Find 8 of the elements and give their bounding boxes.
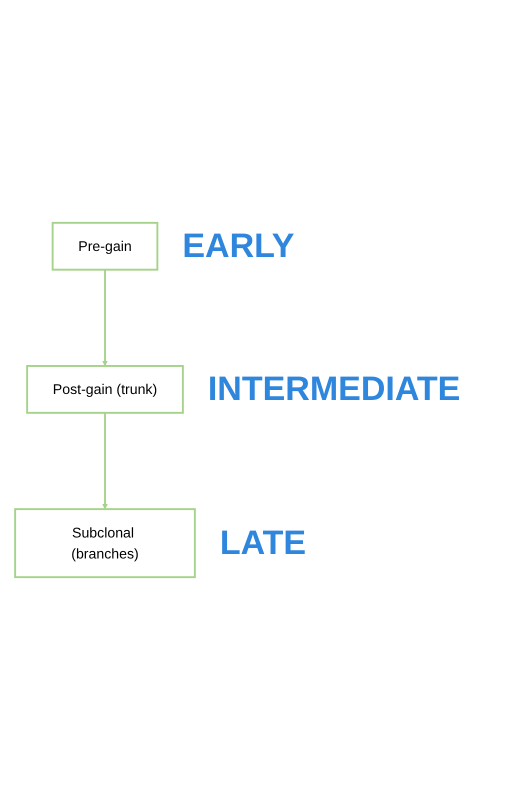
stage-label: LATE [220, 524, 306, 563]
stage-label: EARLY [182, 226, 294, 266]
node-box: Post-gain (trunk) [26, 365, 184, 414]
node-box: Subclonal (branches) [14, 508, 196, 578]
stage-label: INTERMEDIATE [208, 370, 460, 409]
arrow [102, 270, 108, 366]
node-box: Pre-gain [52, 222, 158, 271]
arrow [102, 412, 108, 510]
